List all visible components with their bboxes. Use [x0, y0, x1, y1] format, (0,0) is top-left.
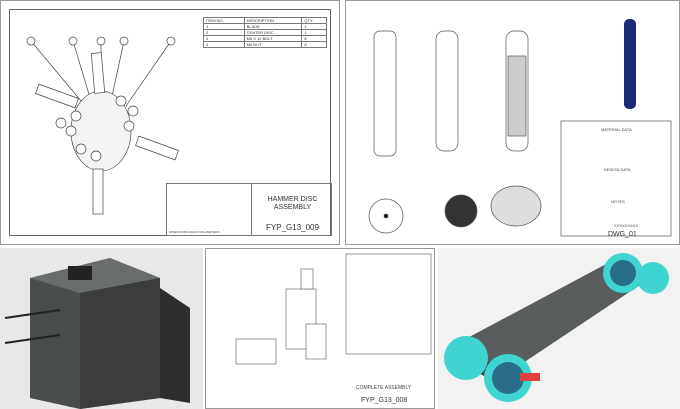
vessel-views — [368, 19, 672, 237]
title-block: HAMMER DISC ASSEMBLY FYP_G13_009 DIMENSI… — [166, 183, 332, 236]
assembly-views — [235, 253, 432, 365]
box-model — [4, 258, 190, 409]
drawing-number: FYP_G13_009 — [266, 223, 319, 232]
drawing-title: HAMMER DISC ASSEMBLY — [267, 196, 318, 211]
drawing-number: FYP_G13_008 — [361, 397, 408, 404]
vessel-drawing: MATERIAL DATA DESIGN DATA NOTES XXXXXXXX… — [345, 0, 680, 245]
assembly-title: COMPLETE ASSEMBLY — [356, 385, 412, 391]
notes-header: NOTES — [611, 199, 625, 204]
drawing-number: DWG_01 — [608, 231, 637, 238]
material-data-header: MATERIAL DATA — [601, 127, 632, 132]
units-note: DIMENSIONS ARE IN MILLIMETERS — [169, 230, 220, 234]
design-data-header: DESIGN DATA — [604, 167, 631, 172]
placeholder-text: XXXXXXXXX — [614, 223, 639, 228]
complete-assembly-drawing: COMPLETE ASSEMBLY FYP_G13_008 — [205, 248, 435, 409]
box-render — [0, 248, 203, 409]
conveyor-render — [438, 248, 680, 409]
conveyor-model — [444, 253, 669, 402]
exploded-view — [26, 36, 179, 215]
